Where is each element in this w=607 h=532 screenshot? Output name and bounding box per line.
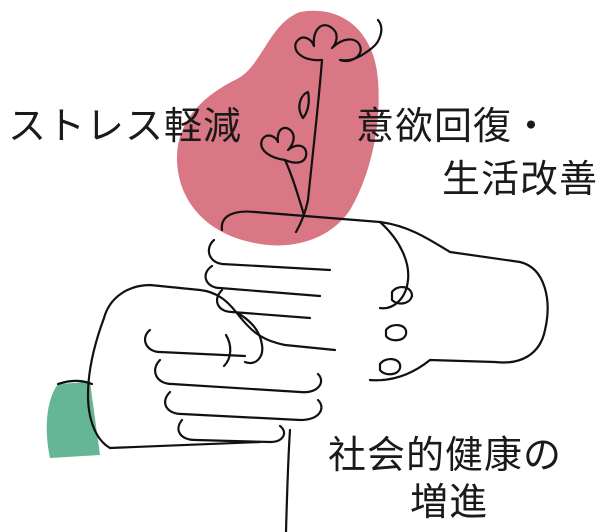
wrist-line xyxy=(56,379,94,386)
flower-stem-main xyxy=(294,58,324,234)
upper-hand-knuckle-2 xyxy=(384,324,408,342)
lower-hand-finger-4 xyxy=(177,418,286,444)
lower-hand-crease xyxy=(222,333,232,368)
upper-hand-outline xyxy=(220,210,549,382)
lower-hand-palm xyxy=(86,316,262,450)
flower-bud-icon xyxy=(298,90,310,120)
lower-hand-finger-2 xyxy=(154,358,323,394)
pink-blob xyxy=(176,10,379,246)
flower-stem-lower xyxy=(284,428,292,532)
upper-hand-knuckle-1 xyxy=(390,286,414,305)
label-social-health: 社会的健康の xyxy=(328,433,563,477)
upper-hand-finger-2 xyxy=(204,264,322,298)
label-stress-reduction: ストレス軽減 xyxy=(8,104,243,148)
flower-leaf-icon xyxy=(260,126,308,164)
label-motivation-recovery: 意欲回復・ xyxy=(356,104,552,148)
lower-hand-thumb xyxy=(234,310,264,365)
label-promotion: 増進 xyxy=(410,480,489,524)
label-life-improvement: 生活改善 xyxy=(442,157,599,201)
lower-hand-finger-3 xyxy=(164,390,323,422)
upper-hand-thumb xyxy=(378,220,410,310)
upper-hand-finger-1 xyxy=(207,238,332,272)
flower-head-icon xyxy=(294,18,383,63)
flower-stem-side xyxy=(283,158,306,217)
upper-hand-finger-3 xyxy=(215,288,312,320)
green-sleeve xyxy=(46,382,100,458)
upper-hand-knuckle-3 xyxy=(378,358,402,376)
lower-hand-finger-1 xyxy=(143,328,247,358)
